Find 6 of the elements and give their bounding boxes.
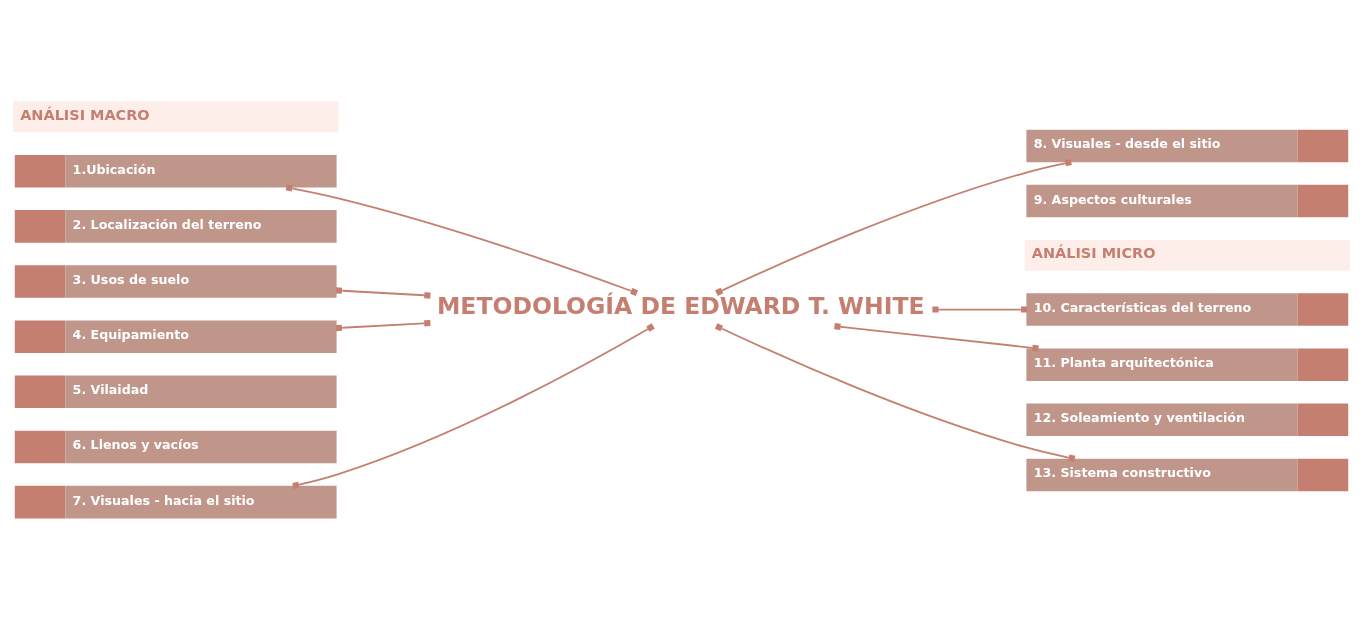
connector (292, 323, 655, 489)
connector (715, 159, 1072, 296)
node-text: METODOLOGÍA DE EDWARD T. WHITE (436, 292, 925, 321)
connector (834, 323, 1039, 352)
connector (335, 287, 431, 299)
connector (335, 319, 431, 332)
